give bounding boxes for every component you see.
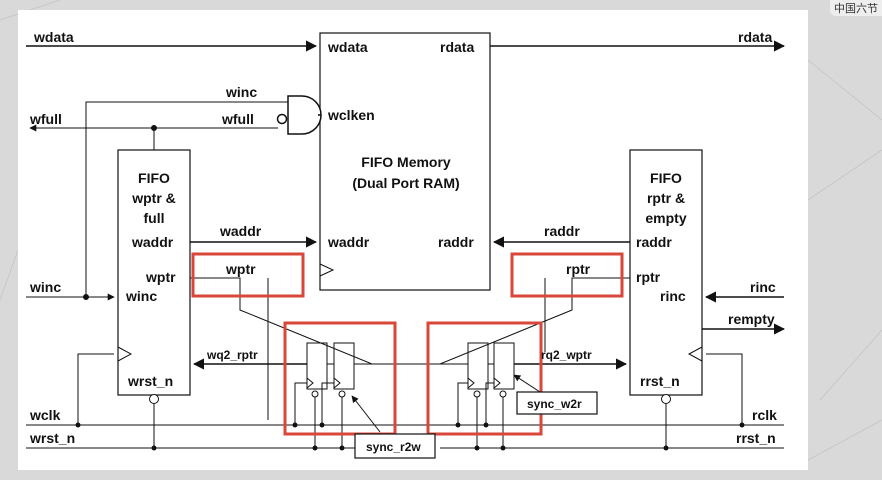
wq2-rptr-label: wq2_rptr	[206, 348, 258, 362]
rptr-box-label: rptr	[566, 261, 591, 277]
read-block-port-rinc: rinc	[660, 288, 686, 304]
sync-r2w-label-box	[354, 433, 436, 459]
rinc-label: rinc	[750, 279, 776, 295]
and-gate-inversion-bubble	[276, 113, 288, 125]
rrst-n-label: rrst_n	[736, 430, 776, 446]
sync-r2w-flops	[306, 342, 355, 398]
memory-port-wdata: wdata	[327, 39, 368, 55]
wclk-to-write-block	[77, 353, 114, 425]
memory-port-wclken: wclken	[327, 107, 375, 123]
memory-port-raddr: raddr	[438, 234, 474, 250]
corner-label: 中国六节	[830, 0, 882, 16]
write-block-line2: wptr &	[131, 190, 176, 206]
write-block-port-winc: winc	[125, 288, 157, 304]
write-block-line1: FIFO	[138, 170, 170, 186]
wfull-gate-label: wfull	[221, 111, 254, 127]
and-gate	[287, 95, 322, 135]
sync-w2r-label: sync_w2r	[527, 397, 582, 411]
wptr-highlight	[191, 252, 305, 298]
wfull-label: wfull	[29, 111, 62, 127]
wdata-label: wdata	[33, 29, 74, 45]
read-block-line2: rptr &	[647, 190, 685, 206]
sync-w2r-highlight	[426, 321, 543, 436]
write-block-port-wrst-n: wrst_n	[127, 373, 173, 389]
wfull-feedback-wire	[153, 127, 278, 150]
wclk-label: wclk	[29, 407, 61, 423]
sync-r2w-highlight	[283, 321, 397, 436]
rdata-label: rdata	[738, 29, 772, 45]
read-block-port-rptr: rptr	[636, 269, 661, 285]
winc-to-gate-wire	[85, 101, 288, 297]
sync-r2w-pointer	[351, 395, 381, 433]
read-block-port-raddr: raddr	[636, 234, 672, 250]
write-block-port-wptr: wptr	[145, 269, 176, 285]
rq2-wptr-label: rq2_wptr	[541, 348, 592, 362]
write-block-reset-bubble	[149, 394, 159, 404]
read-block-line3: empty	[645, 210, 686, 226]
write-block-clock-input	[117, 346, 133, 362]
memory-title-line2: (Dual Port RAM)	[352, 175, 459, 191]
write-block-line3: full	[144, 210, 165, 226]
write-block-port-waddr: waddr	[131, 234, 174, 250]
memory-clock-input	[319, 263, 335, 277]
sync-w2r-flops	[467, 342, 515, 398]
memory-port-rdata: rdata	[440, 39, 474, 55]
wrst-n-label: wrst_n	[29, 430, 75, 446]
rempty-label: rempty	[728, 311, 775, 327]
rptr-wire	[354, 277, 630, 365]
sync-r2w-label: sync_r2w	[366, 440, 421, 454]
wptr-box-label: wptr	[225, 261, 256, 277]
read-block-port-rrst-n: rrst_n	[640, 373, 680, 389]
memory-port-waddr: waddr	[327, 234, 370, 250]
rptr-highlight	[510, 252, 624, 298]
rclk-to-read-block	[706, 353, 743, 425]
waddr-wire-label: waddr	[219, 223, 262, 239]
read-block-line1: FIFO	[650, 170, 682, 186]
read-block-reset-bubble	[661, 394, 671, 404]
winc-input-label: winc	[29, 279, 61, 295]
memory-title-line1: FIFO Memory	[361, 154, 451, 170]
fifo-memory-block	[319, 32, 491, 291]
raddr-wire-label: raddr	[544, 223, 580, 239]
sync-w2r-pointer	[513, 374, 541, 393]
read-block-clock-input	[687, 346, 703, 362]
sync-w2r-label-box	[516, 391, 598, 415]
rclk-label: rclk	[752, 407, 777, 423]
winc-top-label: winc	[225, 84, 257, 100]
